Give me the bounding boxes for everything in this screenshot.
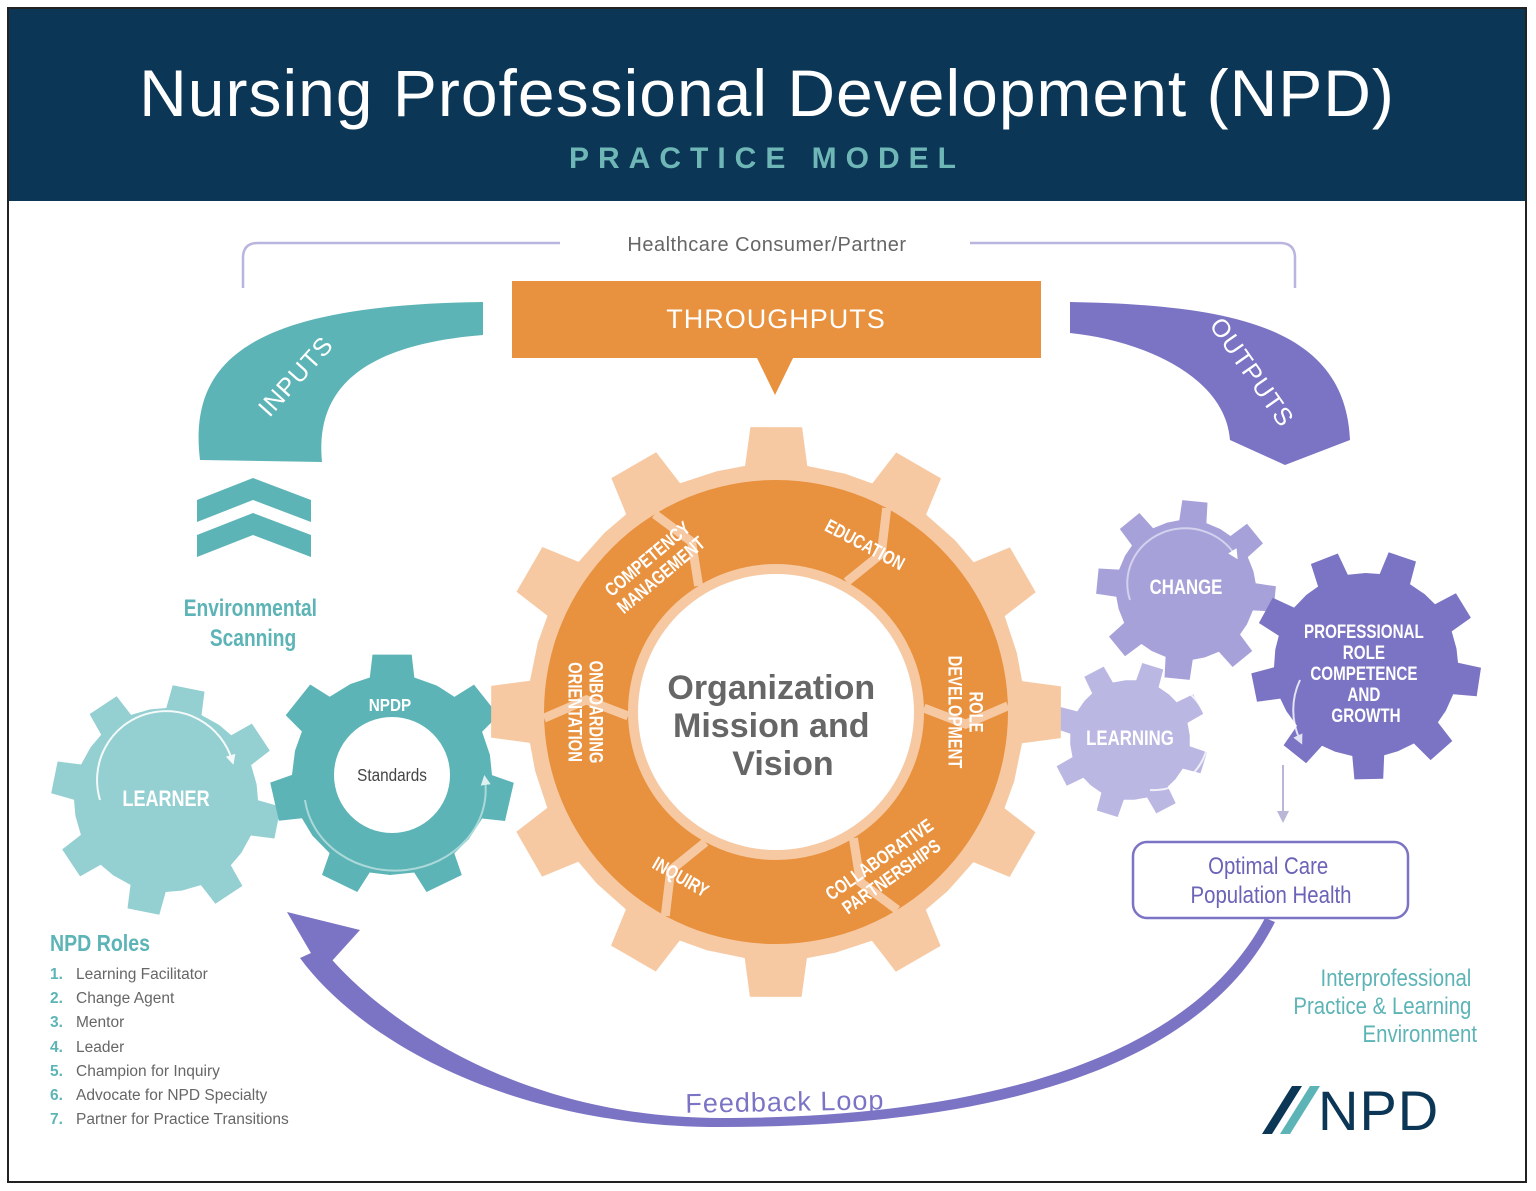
change-label: CHANGE <box>1150 576 1223 599</box>
segment-divider <box>542 695 630 723</box>
segment-label: ROLEDEVELOPMENT <box>944 656 986 769</box>
segment-divider <box>660 838 709 917</box>
role-number: 3. <box>50 1014 63 1032</box>
role-label: Mentor <box>76 1014 125 1032</box>
role-item: 3. Mentor <box>50 1011 289 1035</box>
outputs-arrow <box>1070 302 1350 465</box>
npd-roles-list: NPD Roles 1. Learning Facilitator 2. Chang… <box>50 930 289 1132</box>
professional-label: PROFESSIONAL ROLE COMPETENCE AND GROWTH <box>1304 620 1428 726</box>
professional-arc-arrow <box>1292 679 1303 745</box>
role-item: 7. Partner for Practice Transitions <box>50 1108 289 1132</box>
role-number: 7. <box>50 1111 63 1129</box>
role-label: Learning Facilitator <box>76 966 208 983</box>
npd-logo: NPD <box>1262 1078 1440 1142</box>
header-banner: Nursing Professional Development (NPD) P… <box>9 9 1525 201</box>
learning-arc-arrow <box>1149 687 1210 792</box>
npdp-label: NPDP <box>369 695 411 715</box>
role-label: Partner for Practice Transitions <box>76 1111 289 1129</box>
chevron-icon <box>197 478 311 522</box>
role-label: Leader <box>76 1038 125 1056</box>
role-item: 6. Advocate for NPD Specialty <box>50 1084 289 1108</box>
throughputs-label: THROUGHPUTS <box>666 304 886 334</box>
consumer-bracket-left <box>241 241 560 288</box>
learner-label: LEARNER <box>122 787 210 811</box>
chevron-icon <box>197 513 311 557</box>
role-label: Advocate for NPD Specialty <box>76 1086 268 1104</box>
consumer-bracket-right <box>970 241 1297 288</box>
npdp-number: 5 <box>381 871 392 891</box>
environmental-scanning-label: Environmental Scanning <box>184 594 323 652</box>
npdp-gear-hole <box>334 717 450 833</box>
learning-gear <box>1053 663 1207 817</box>
feedback-arrow-head <box>287 912 360 972</box>
feedback-loop-label: Feedback Loop <box>685 1085 885 1118</box>
gears-layer <box>51 500 1481 915</box>
role-number: 5. <box>50 1062 63 1080</box>
segment-label: ONBOARDINGORIENTATION <box>564 661 606 764</box>
role-item: 5. Champion for Inquiry <box>50 1060 289 1084</box>
npdp-arc-arrow <box>304 775 491 872</box>
interprofessional-label: Interprofessional Practice & Learning En… <box>1293 964 1477 1047</box>
change-arc-arrow <box>1126 527 1238 601</box>
change-gear <box>1096 500 1276 680</box>
role-number: 4. <box>50 1038 63 1056</box>
professional-gear <box>1251 552 1481 780</box>
optimal-care-box <box>1131 840 1410 920</box>
role-number: 6. <box>50 1086 63 1104</box>
npdp-number: 2 <box>433 670 451 692</box>
role-number: 1. <box>50 966 63 983</box>
logo-text: NPD <box>1318 1078 1440 1142</box>
inputs-arrow <box>198 302 484 462</box>
role-number: 2. <box>50 990 63 1008</box>
central-inner-circle <box>638 574 914 850</box>
segment-divider <box>843 507 892 586</box>
logo-slash-icon <box>1262 1086 1320 1134</box>
npd-roles-title: NPD Roles <box>50 930 150 956</box>
role-item: 4. Leader <box>50 1036 289 1060</box>
role-item: 2. Change Agent <box>50 987 289 1011</box>
segment-divider <box>652 510 704 587</box>
role-label: Champion for Inquiry <box>76 1062 220 1080</box>
learner-arc-arrow <box>96 710 236 801</box>
segment-divider <box>922 701 1010 729</box>
role-item: 1. Learning Facilitator <box>50 963 289 987</box>
page-title: Nursing Professional Development (NPD) <box>139 56 1395 130</box>
npdp-number: 3 <box>487 760 508 772</box>
optimal-care-text: Optimal Care Population Health <box>1190 852 1351 908</box>
page-subtitle: PRACTICE MODEL <box>569 142 965 175</box>
learning-label: LEARNING <box>1086 727 1174 750</box>
role-label: Change Agent <box>76 990 175 1008</box>
central-center-text: Organization Mission and Vision <box>667 669 884 783</box>
consumer-label: Healthcare Consumer/Partner <box>627 234 906 256</box>
npdp-number: 7 <box>281 731 303 747</box>
segment-divider <box>848 837 900 914</box>
npdp-number: 1 <box>333 670 351 692</box>
standards-label: Standards <box>357 765 427 785</box>
throughputs-box <box>512 281 1041 395</box>
